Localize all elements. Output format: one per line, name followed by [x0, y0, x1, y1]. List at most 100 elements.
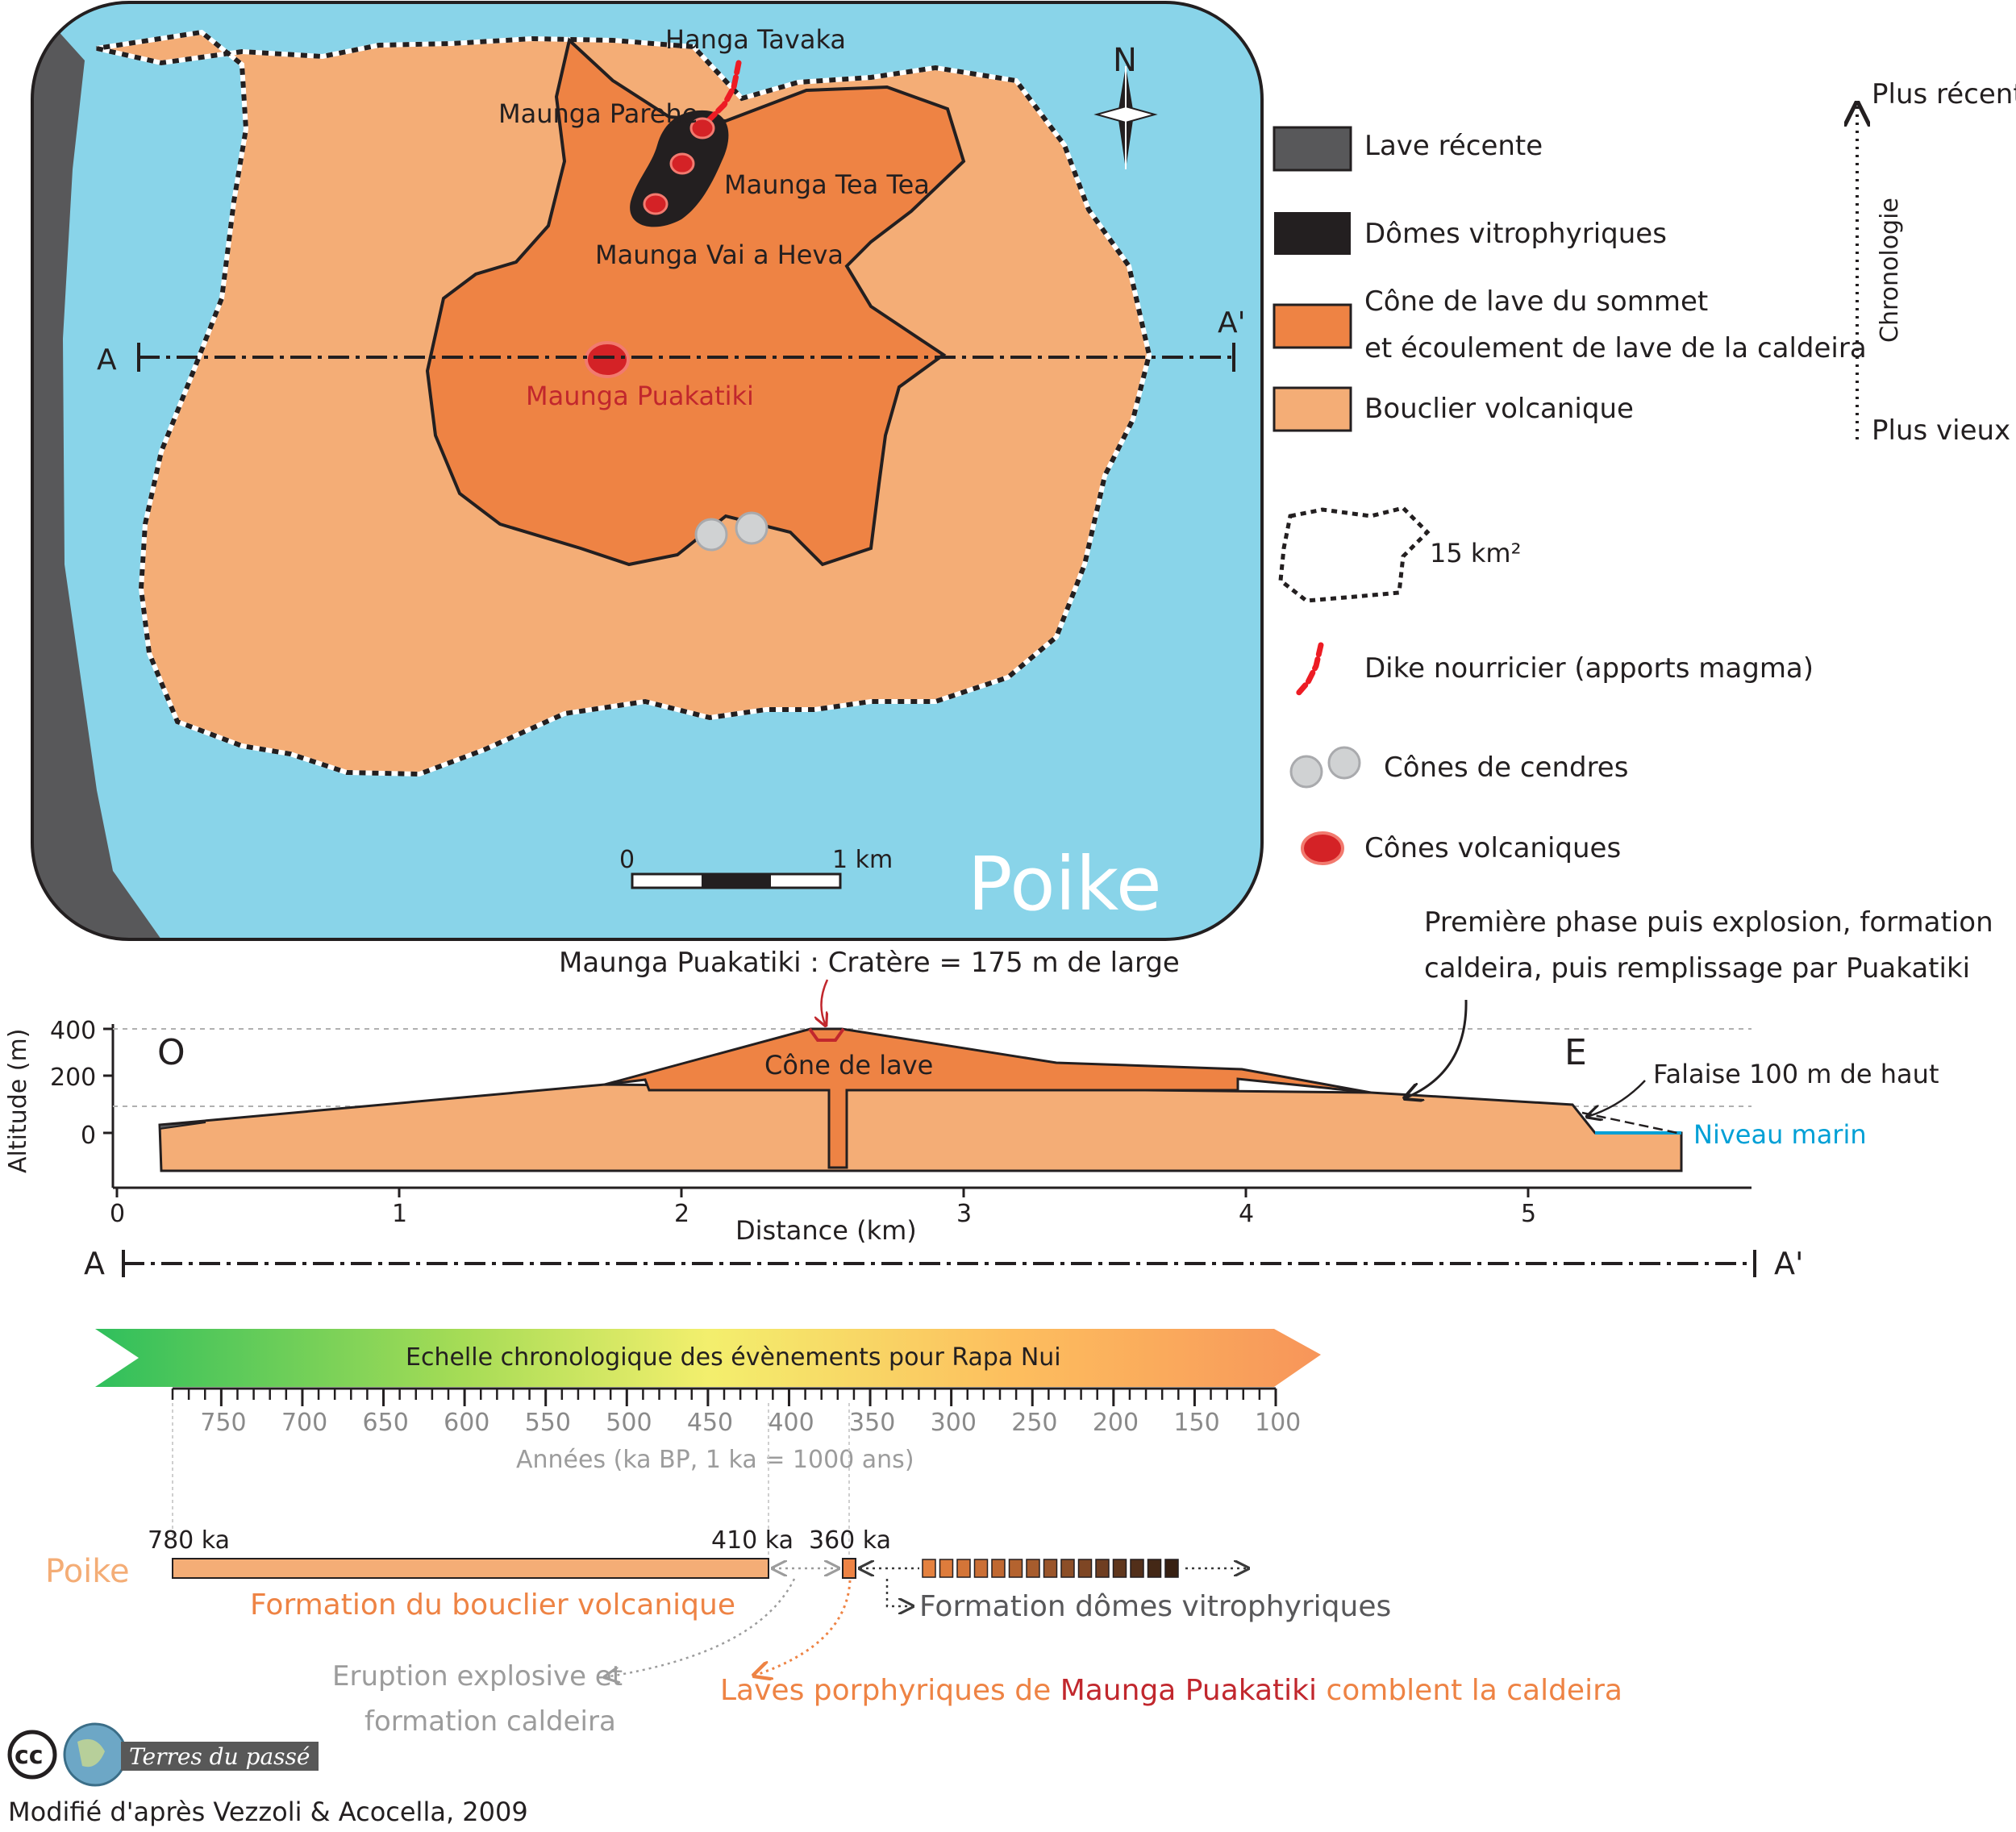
cc-label: cc: [15, 1742, 44, 1770]
dome-block: [1043, 1559, 1058, 1578]
cone-tea-tea: [669, 152, 695, 175]
timescale-tick-label: 450: [687, 1409, 733, 1437]
north-label: N: [1113, 42, 1137, 79]
timescale-tick-label: 650: [363, 1409, 409, 1437]
event-domes-label: Formation dômes vitrophyriques: [919, 1590, 1391, 1623]
timescale-tick-label: 200: [1093, 1409, 1139, 1437]
label-maunga-puakatiki: Maunga Puakatiki: [526, 381, 754, 411]
event-explosive-label-2: formation caldeira: [364, 1705, 616, 1738]
profile-lava-cone: [604, 1027, 1372, 1169]
map: A A' Hanga Tavaka Maunga Parehe Maunga T…: [31, 1, 1264, 941]
events-region: Poike: [45, 1553, 130, 1590]
dome-block: [939, 1559, 954, 1578]
dome-block: [1164, 1559, 1179, 1578]
map-section-end: A': [1218, 306, 1246, 339]
legend-volcanic-cones-label: Cônes volcaniques: [1364, 832, 1621, 864]
event-410-label: 410 ka: [711, 1526, 793, 1555]
event-lavas-pre: Laves porphyriques de: [720, 1674, 1060, 1707]
timescale-tick-label: 300: [931, 1409, 977, 1437]
legend: Lave récente Dômes vitrophyriques Cône d…: [1272, 78, 2016, 865]
profile-xtick: 3: [956, 1200, 972, 1228]
map-frame: [31, 1, 1264, 941]
dome-block: [1026, 1559, 1040, 1578]
legend-label-shield: Bouclier volcanique: [1364, 393, 1634, 425]
label-maunga-parehe: Maunga Parehe: [498, 98, 698, 129]
profile-xtick: 0: [110, 1200, 125, 1228]
credits: cc Terres du passé Modifié d'après Vezzo…: [7, 1722, 528, 1827]
timescale-tick-label: 150: [1173, 1409, 1219, 1437]
dome-block: [922, 1559, 936, 1578]
ash-cone: [694, 518, 728, 552]
legend-ash-cone-icon: [1327, 746, 1361, 780]
profile-ytick: 0: [81, 1122, 96, 1150]
event-shield-bar: [172, 1558, 769, 1579]
profile-xtick: 1: [392, 1200, 407, 1228]
profile-xtick: 5: [1521, 1200, 1536, 1228]
event-780-label: 780 ka: [148, 1526, 230, 1555]
legend-label-summit-cone-2: et écoulement de lave de la caldeira: [1364, 332, 1867, 364]
profile-cliff-note: Falaise 100 m de haut: [1653, 1059, 1939, 1089]
map-title: Poike: [968, 841, 1162, 927]
timescale-tick-label: 500: [606, 1409, 652, 1437]
profile-recent-lava: [159, 1122, 206, 1130]
event-lavas-name: Maunga Puakatiki: [1060, 1674, 1317, 1707]
profile-ytick: 200: [50, 1064, 96, 1092]
profile-xtick: 2: [674, 1200, 689, 1228]
dome-block: [956, 1559, 971, 1578]
dome-block: [1147, 1559, 1162, 1578]
legend-label-recent-lava: Lave récente: [1364, 130, 1543, 162]
dome-block: [1008, 1559, 1023, 1578]
timescale-tick-label: 350: [849, 1409, 895, 1437]
dome-block: [973, 1559, 989, 1578]
timescale-unit: Années (ka BP, 1 ka = 1000 ans): [516, 1446, 914, 1474]
scale-end: 1 km: [832, 846, 893, 874]
chronology-bottom: Plus vieux: [1872, 414, 2010, 447]
timescale: Echelle chronologique des évènements pou…: [95, 1329, 1321, 1558]
label-hanga-tavaka: Hanga Tavaka: [665, 24, 846, 55]
timescale-tick-label: 700: [281, 1409, 327, 1437]
brand-banner: [121, 1742, 319, 1771]
dome-block: [1077, 1559, 1093, 1578]
legend-swatch-recent-lava: [1272, 126, 1352, 172]
profile-section-end: A': [1774, 1246, 1803, 1281]
feeder-dike: [705, 60, 742, 124]
credit-source: Modifié d'après Vezzoli & Acocella, 2009: [8, 1797, 528, 1827]
cone-puakatiki: [585, 341, 630, 378]
timescale-tick-label: 750: [200, 1409, 246, 1437]
legend-swatch-shield: [1272, 386, 1352, 432]
brand-label: Terres du passé: [129, 1743, 310, 1770]
profile-shield: [158, 1083, 1683, 1172]
event-360-label: 360 ka: [809, 1526, 891, 1555]
legend-area-label: 15 km²: [1430, 538, 1521, 568]
event-lavas-label: Laves porphyriques de Maunga Puakatiki c…: [720, 1674, 1622, 1707]
timescale-arrow: [95, 1329, 1321, 1387]
profile-xlabel: Distance (km): [735, 1215, 917, 1246]
profile-section-start: A: [84, 1246, 105, 1281]
legend-swatch-domes: [1274, 212, 1351, 255]
legend-dike-icon: [1293, 642, 1324, 698]
legend-area-outline-icon: [1278, 506, 1431, 603]
recent-lava-area: [32, 2, 161, 939]
profile-phase-note-2: caldeira, puis remplissage par Puakatiki: [1424, 952, 1970, 985]
dome-block: [991, 1559, 1006, 1578]
legend-label-domes: Dômes vitrophyriques: [1364, 218, 1667, 250]
scale-bar: 0 1 km: [619, 846, 893, 889]
profile-cone-label: Cône de lave: [764, 1050, 933, 1080]
legend-swatch-summit-cone: [1272, 303, 1352, 349]
label-maunga-vai-a-heva: Maunga Vai a Heva: [595, 239, 843, 270]
summit-cone-area: [425, 37, 966, 567]
timescale-tick-label: 100: [1255, 1409, 1301, 1437]
profile-sea-level-label: Niveau marin: [1693, 1119, 1867, 1150]
profile-phase-note-1: Première phase puis explosion, formation: [1424, 906, 1993, 939]
legend-label-summit-cone: Cône de lave du sommet: [1364, 285, 1708, 318]
timescale-tick-label: 600: [444, 1409, 489, 1437]
north-arrow-icon: N: [1093, 42, 1158, 169]
timescale-tick-label: 400: [768, 1409, 814, 1437]
dome-block: [1060, 1559, 1075, 1578]
events: Poike 780 ka 410 ka 360 ka Formation du …: [45, 1526, 1622, 1738]
chronology-top: Plus récent: [1872, 78, 2016, 110]
timescale-tick-label: 250: [1011, 1409, 1057, 1437]
profile-west: O: [157, 1032, 185, 1073]
dome-block: [1130, 1559, 1144, 1578]
cone-parehe: [689, 117, 715, 139]
